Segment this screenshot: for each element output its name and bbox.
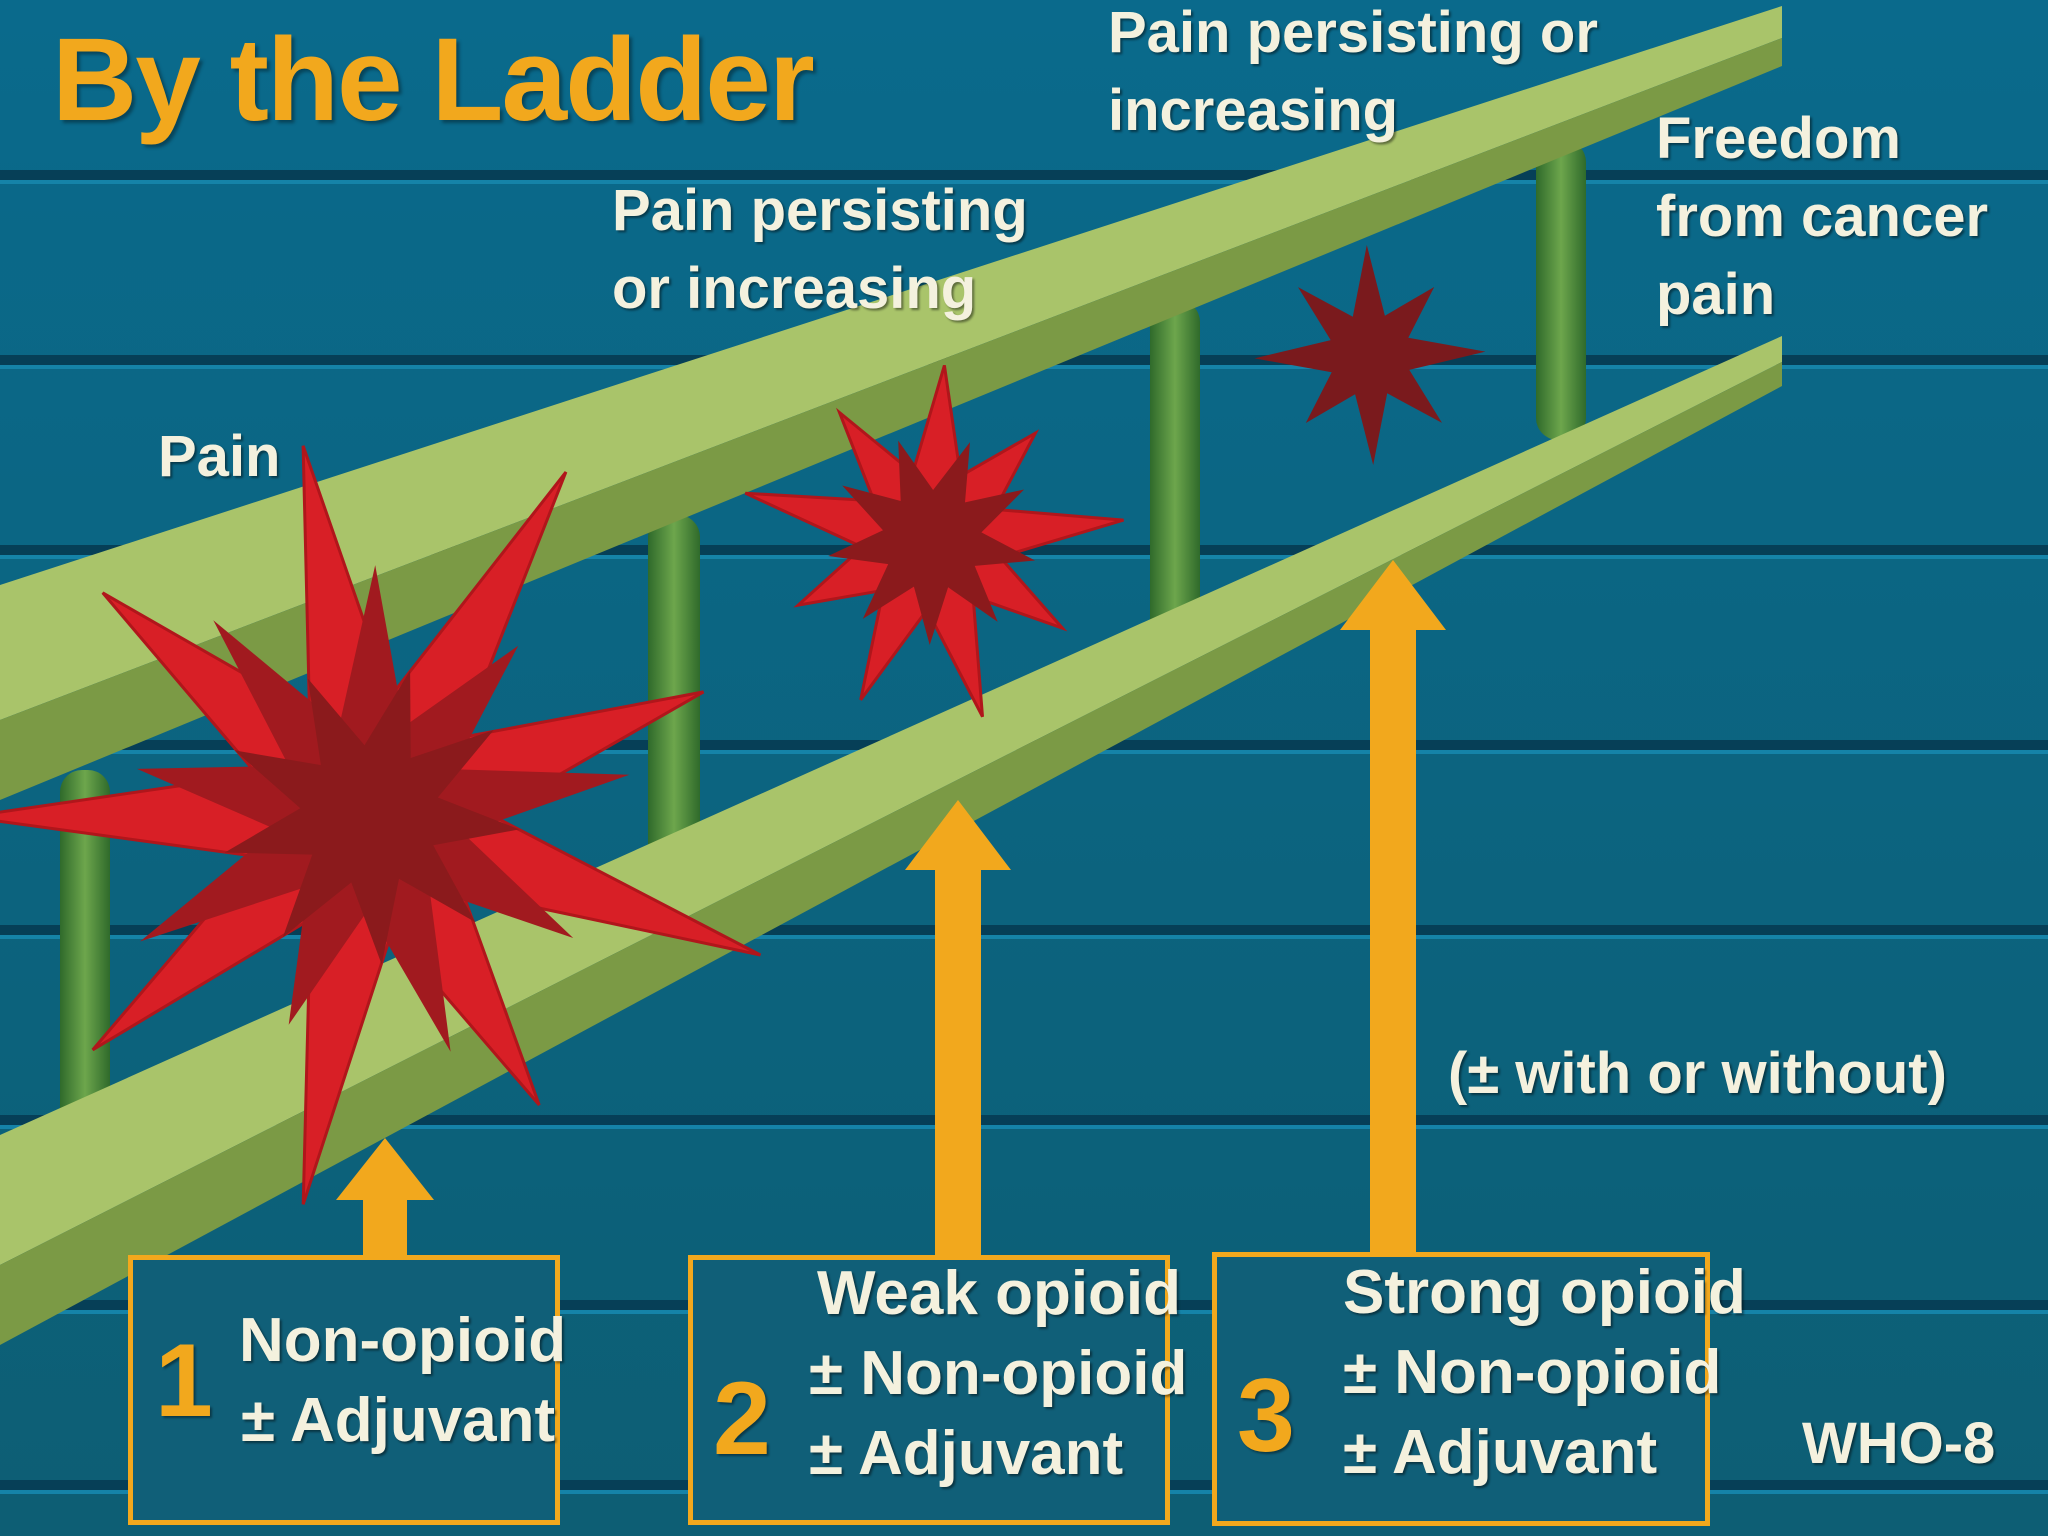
pain-burst-medium xyxy=(744,364,1124,718)
step-box-1: 1 Non-opioid ± Adjuvant xyxy=(128,1255,566,1525)
label-line: from cancer xyxy=(1656,184,1989,249)
step-line: Weak opioid xyxy=(817,1259,1182,1328)
background-stripe-highlight xyxy=(0,180,2048,184)
ladder-rung xyxy=(60,770,110,1190)
page-title: By the Ladder xyxy=(52,14,815,146)
label-line: Pain persisting or xyxy=(1108,0,1598,65)
slide-code: WHO-8 xyxy=(1802,1411,1996,1476)
background-stripe xyxy=(0,1115,2048,1125)
step-line: ± Non-opioid xyxy=(1343,1338,1722,1407)
step-line: Non-opioid xyxy=(239,1306,567,1375)
label-line: Pain persisting xyxy=(612,178,1028,243)
step-line: ± Adjuvant xyxy=(809,1419,1124,1488)
arrow-step-1 xyxy=(336,1138,434,1258)
step-line: Strong opioid xyxy=(1343,1258,1746,1327)
label-pain-persisting-2: Pain persisting or increasing xyxy=(1108,0,1598,150)
background-stripe-highlight xyxy=(0,935,2048,939)
label-line: increasing xyxy=(1108,78,1399,143)
step-line: ± Non-opioid xyxy=(809,1339,1188,1408)
ladder-upper-rail xyxy=(0,6,1782,800)
step-number: 1 xyxy=(155,1323,213,1439)
step-line: ± Adjuvant xyxy=(1343,1418,1658,1487)
arrow-step-3 xyxy=(1340,560,1446,1255)
background-stripe xyxy=(0,170,2048,180)
step-box-3: 3 Strong opioid ± Non-opioid ± Adjuvant xyxy=(1212,1252,1746,1526)
label-line: or increasing xyxy=(612,256,977,321)
background-stripe xyxy=(0,925,2048,935)
step-arrows xyxy=(336,560,1446,1258)
ladder-rung xyxy=(1150,300,1200,650)
background-stripe-highlight xyxy=(0,1125,2048,1129)
label-freedom: Freedom from cancer pain xyxy=(1656,100,1988,334)
arrow-step-2 xyxy=(905,800,1011,1255)
label-pain-persisting-1: Pain persisting or increasing xyxy=(612,172,1028,328)
step-box-2: 2 Weak opioid ± Non-opioid ± Adjuvant xyxy=(688,1255,1187,1525)
pain-burst-small xyxy=(1254,245,1486,465)
ladder-rung xyxy=(1536,140,1586,440)
label-line: pain xyxy=(1656,262,1776,327)
step-line: ± Adjuvant xyxy=(241,1386,556,1455)
step-number: 3 xyxy=(1237,1358,1295,1474)
label-line: Freedom xyxy=(1656,106,1901,171)
note-with-or-without: (± with or without) xyxy=(1448,1041,1947,1106)
pain-burst-large xyxy=(0,445,762,1205)
label-pain: Pain xyxy=(158,424,281,489)
step-number: 2 xyxy=(713,1361,771,1477)
